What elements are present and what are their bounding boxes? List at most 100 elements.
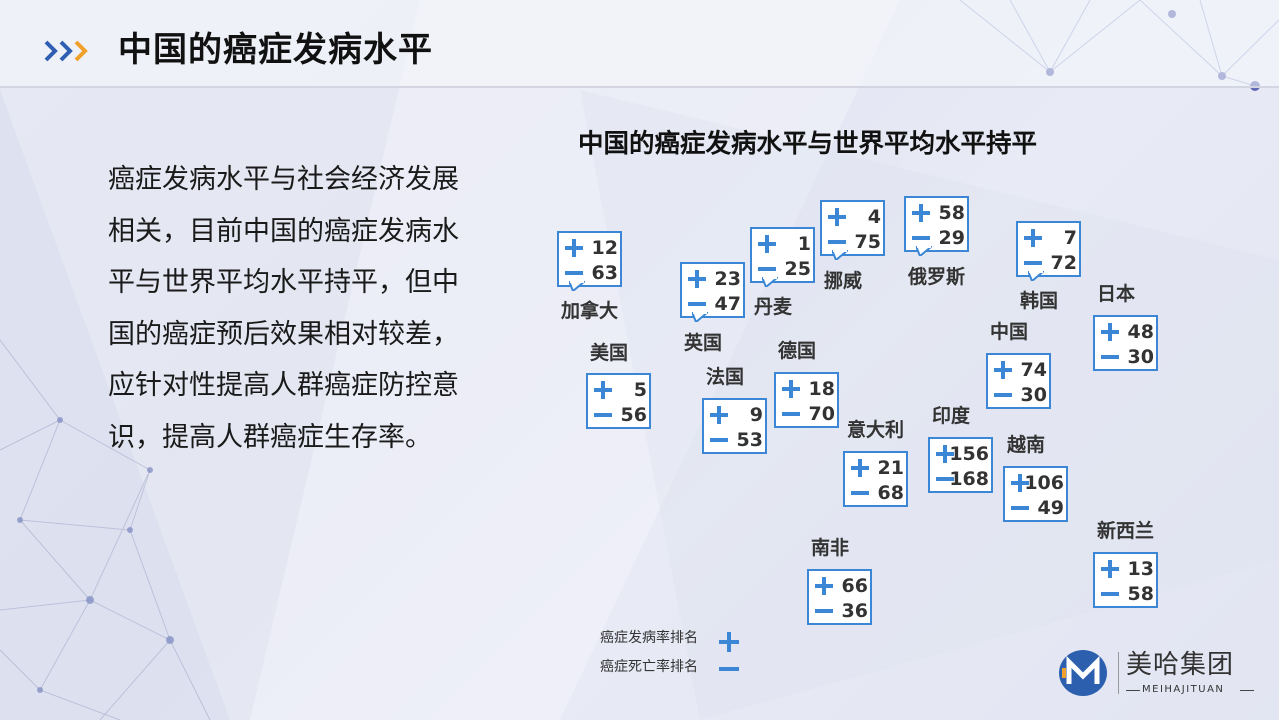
country-label-india: 印度 — [932, 405, 971, 427]
mortality-row: 29 — [906, 225, 971, 251]
body-paragraph: 癌症发病水平与社会经济发展相关，目前中国的癌症发病水平与世界平均水平持平，但中国… — [108, 164, 459, 453]
incidence-rank: 156 — [949, 443, 989, 465]
incidence-rank: 21 — [877, 457, 904, 479]
incidence-rank: 66 — [841, 575, 868, 597]
incidence-row: 12 — [559, 235, 624, 261]
incidence-row: 18 — [776, 376, 841, 402]
incidence-row: 23 — [682, 266, 747, 292]
callout-tail — [567, 276, 588, 295]
plus-icon — [911, 203, 931, 227]
incidence-rank: 1 — [797, 233, 811, 255]
plus-icon — [757, 234, 777, 258]
mortality-rank: 75 — [854, 231, 881, 253]
minus-icon — [781, 404, 801, 428]
country-label-china: 中国 — [990, 321, 1029, 343]
legend-mortality: 癌症死亡率排名 — [600, 658, 739, 676]
incidence-row: 21 — [845, 455, 910, 481]
minus-icon — [709, 430, 729, 454]
callout-tail — [830, 245, 851, 264]
minus-icon — [1010, 498, 1030, 522]
incidence-rank: 13 — [1127, 558, 1154, 580]
mortality-rank: 72 — [1050, 252, 1077, 274]
minus-icon — [935, 469, 955, 493]
mortality-rank: 36 — [841, 600, 868, 622]
country-label-canada: 加拿大 — [561, 300, 619, 322]
country-label-new-zealand: 新西兰 — [1097, 520, 1155, 542]
incidence-rank: 7 — [1063, 227, 1077, 249]
incidence-row: 106 — [1005, 470, 1070, 496]
mortality-rank: 49 — [1037, 497, 1064, 519]
mortality-row: 168 — [930, 466, 995, 492]
company-logo: 美哈集团 MEIHAJITUAN — [1056, 648, 1266, 698]
mortality-rank: 30 — [1127, 346, 1154, 368]
chevron-right-icon — [44, 40, 88, 62]
country-label-japan: 日本 — [1097, 283, 1136, 305]
plus-icon — [850, 458, 870, 482]
country-label-vietnam: 越南 — [1007, 434, 1046, 456]
mortality-rank: 47 — [714, 293, 741, 315]
incidence-row: 74 — [988, 357, 1053, 383]
incidence-rank: 106 — [1024, 472, 1064, 494]
incidence-rank: 4 — [867, 206, 881, 228]
minus-icon — [564, 263, 584, 287]
minus-icon — [827, 232, 847, 256]
minus-icon — [687, 294, 707, 318]
incidence-rank: 5 — [633, 379, 647, 401]
incidence-row: 66 — [809, 573, 874, 599]
mortality-row: 30 — [988, 382, 1053, 408]
mortality-row: 49 — [1005, 495, 1070, 521]
minus-icon — [850, 483, 870, 507]
country-label-denmark: 丹麦 — [754, 296, 793, 318]
mortality-rank: 56 — [620, 404, 647, 426]
callout-tail — [1026, 266, 1047, 285]
logo-mark-icon — [1059, 650, 1107, 696]
plus-icon — [709, 405, 729, 429]
logo-line-right — [1240, 690, 1254, 691]
minus-icon — [993, 385, 1013, 409]
mortality-row: 25 — [752, 256, 817, 282]
legend-incidence: 癌症发病率排名 — [600, 629, 739, 652]
logo-line-left — [1126, 690, 1140, 691]
logo-name-en: MEIHAJITUAN — [1142, 684, 1225, 695]
plus-icon — [827, 207, 847, 231]
country-label-uk: 英国 — [684, 332, 723, 354]
incidence-row: 1 — [752, 231, 817, 257]
map-title: 中国的癌症发病水平与世界平均水平持平 — [578, 129, 1038, 159]
plus-icon — [1023, 228, 1043, 252]
minus-icon — [593, 405, 613, 429]
incidence-rank: 74 — [1020, 359, 1047, 381]
plus-icon — [593, 380, 613, 404]
plus-icon — [1100, 559, 1120, 583]
mortality-rank: 63 — [591, 262, 618, 284]
incidence-rank: 48 — [1127, 321, 1154, 343]
country-label-germany: 德国 — [778, 340, 817, 362]
incidence-rank: 58 — [938, 202, 965, 224]
incidence-row: 5 — [588, 377, 653, 403]
country-label-russia: 俄罗斯 — [908, 266, 966, 288]
mortality-row: 75 — [822, 229, 887, 255]
mortality-rank: 30 — [1020, 384, 1047, 406]
mortality-row: 47 — [682, 291, 747, 317]
mortality-rank: 68 — [877, 482, 904, 504]
country-label-usa: 美国 — [590, 342, 629, 364]
minus-icon — [1023, 253, 1043, 277]
mortality-rank: 25 — [784, 258, 811, 280]
plus-icon — [719, 632, 739, 652]
incidence-rank: 9 — [749, 404, 763, 426]
plus-icon — [564, 238, 584, 262]
callout-tail — [914, 241, 935, 260]
minus-icon — [1100, 584, 1120, 608]
mortality-rank: 53 — [736, 429, 763, 451]
callout-tail — [760, 272, 781, 291]
country-label-norway: 挪威 — [824, 270, 863, 292]
country-label-france: 法国 — [706, 366, 745, 388]
